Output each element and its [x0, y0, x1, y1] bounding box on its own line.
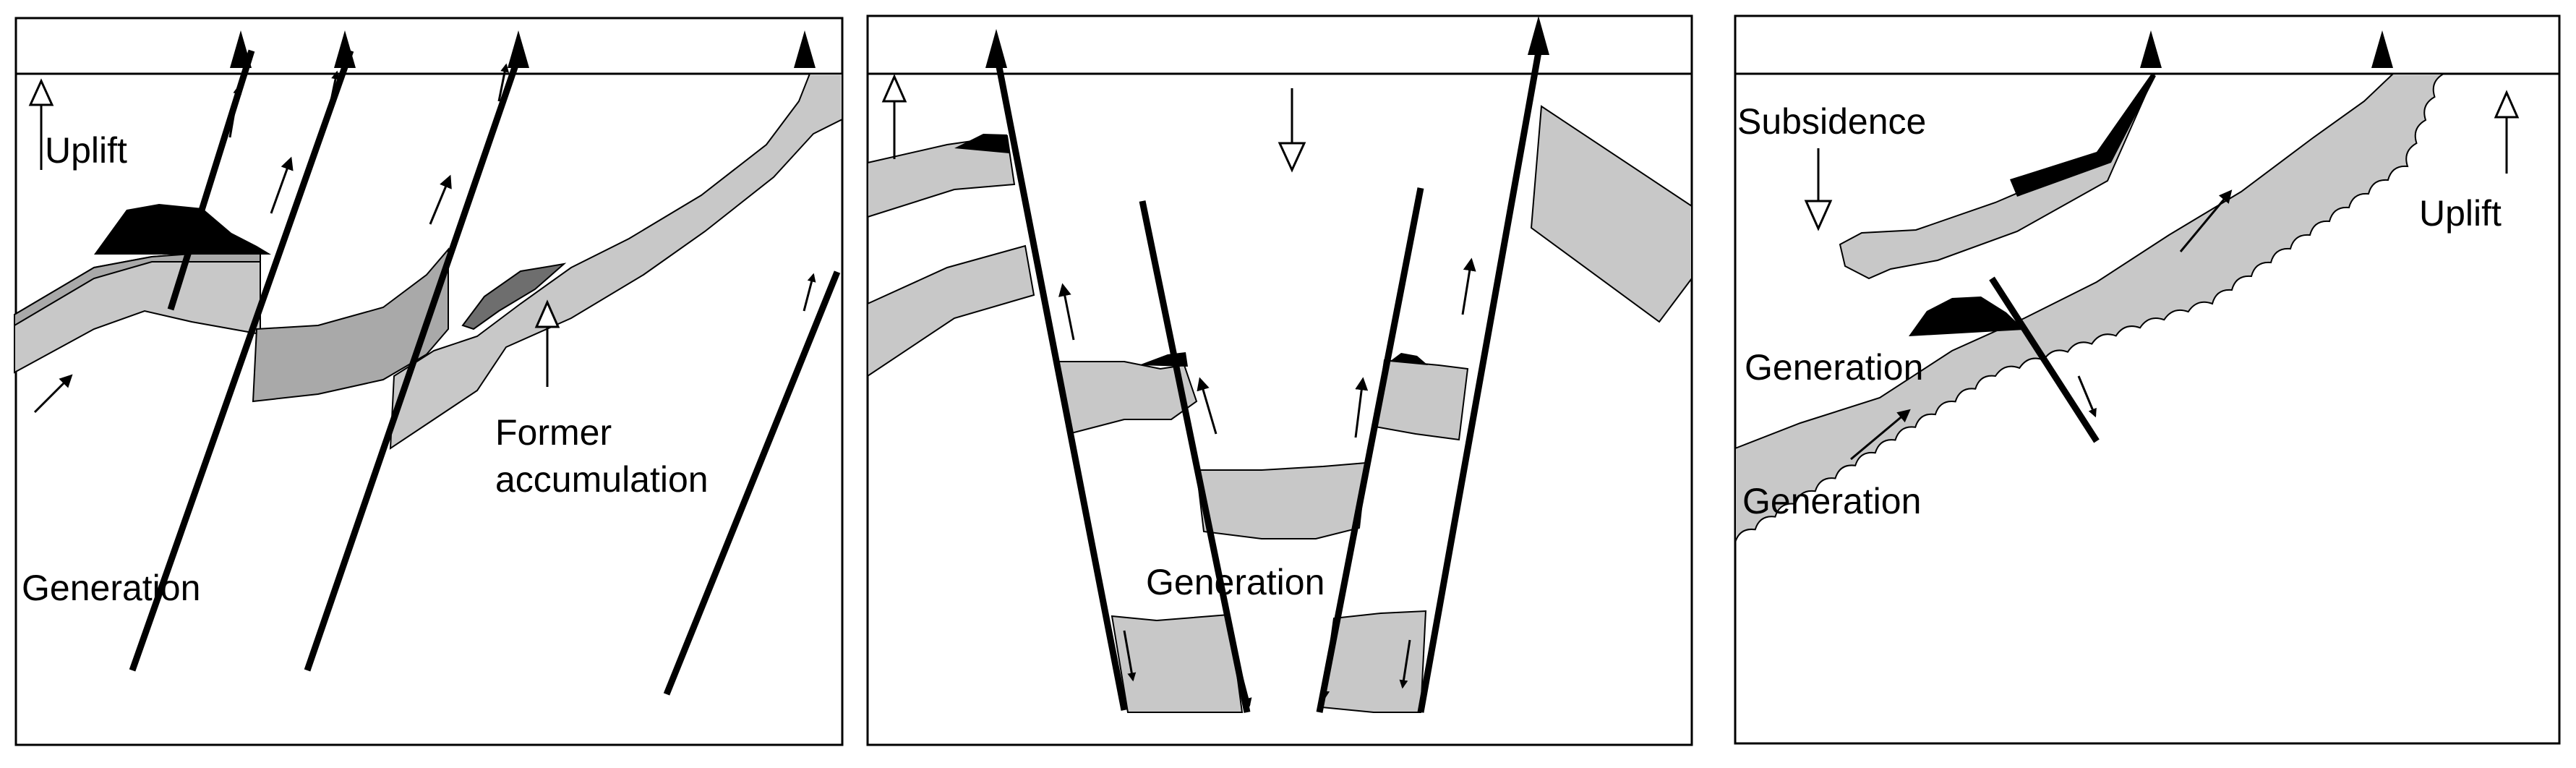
middle-bed-left-block — [1056, 361, 1198, 435]
left-fault-marker-1 — [230, 30, 252, 68]
right-generation-upper-label: Generation — [1745, 347, 1923, 388]
middle-hydrocarbon-right-block — [1390, 353, 1428, 365]
right-bed-main — [1734, 73, 2447, 543]
left-generation-label: Generation — [22, 568, 200, 608]
middle-bed-right — [1530, 105, 1693, 323]
right-subsidence-label: Subsidence — [1737, 101, 1926, 142]
left-fault-3 — [304, 49, 524, 672]
middle-fault-marker-2 — [1528, 16, 1549, 55]
right-migration-arrow-2 — [1850, 409, 1911, 461]
left-slip-arrow-1 — [228, 85, 242, 138]
left-bed-upper-dark — [14, 250, 261, 327]
left-bed-block3 — [389, 73, 843, 450]
left-slip-arrow-4 — [803, 273, 816, 312]
right-generation-lower-label: Generation — [1742, 481, 1921, 521]
right-fault — [1989, 276, 2100, 443]
middle-generation-label: Generation — [1146, 562, 1325, 602]
middle-fault-marker-1 — [985, 29, 1007, 68]
left-former-label: Former — [495, 412, 612, 453]
middle-migration-arrow-1 — [1058, 283, 1075, 341]
middle-fault-4 — [1417, 51, 1542, 713]
left-accumulation-label: accumulation — [495, 459, 709, 500]
right-fault-marker-2 — [2371, 30, 2393, 68]
right-uplift-label: Uplift — [2419, 193, 2502, 234]
right-slip-arrow — [2077, 375, 2097, 418]
middle-migration-arrow-2 — [1197, 377, 1218, 435]
left-migration-arrow-1 — [270, 156, 294, 214]
middle-fault-1 — [993, 51, 1128, 711]
middle-bed-left-upper — [867, 135, 1016, 218]
left-hydrocarbon-accumulation — [94, 204, 271, 255]
middle-migration-arrow-4 — [1461, 257, 1476, 315]
left-migration-arrow-2 — [429, 174, 452, 225]
left-uplift-arrow-head — [28, 78, 54, 106]
right-fault-marker-1 — [2140, 30, 2162, 68]
left-fault-marker-4 — [794, 30, 816, 68]
middle-uplift-arrow-head — [881, 74, 907, 103]
left-bed-block3-dark — [461, 263, 567, 330]
left-fault-2 — [129, 49, 354, 672]
right-subsidence-arrow-head — [1804, 200, 1833, 231]
middle-panel: Generation — [866, 14, 1693, 746]
right-migration-arrow-1 — [2179, 189, 2233, 252]
right-panel: Subsidence Uplift Generation Generation — [1734, 14, 2561, 745]
left-fault-marker-2 — [334, 30, 356, 68]
left-bed-block2 — [252, 247, 449, 403]
middle-slip-arrow-2 — [1238, 668, 1252, 707]
right-hydrocarbon-small — [2010, 74, 2156, 197]
middle-subsidence-arrow-head — [1278, 142, 1306, 173]
left-slip-arrow-2 — [327, 70, 340, 115]
left-fault-marker-3 — [508, 30, 529, 68]
left-fault-4 — [663, 270, 841, 696]
right-bed-small — [1839, 74, 2156, 280]
middle-bed-right-block — [1374, 359, 1469, 441]
middle-fault-3 — [1316, 187, 1424, 713]
right-hydrocarbon-mound — [1909, 296, 2024, 336]
middle-slip-arrow-4 — [1399, 639, 1411, 689]
left-former-arrow-head — [534, 299, 560, 328]
left-uplift-label: Uplift — [45, 130, 127, 171]
middle-slip-arrow-1 — [1123, 630, 1137, 682]
right-panel-frame — [1734, 14, 2561, 745]
middle-bed-left-lower — [867, 244, 1035, 377]
middle-migration-arrow-3 — [1354, 377, 1369, 438]
middle-fault-2 — [1139, 200, 1251, 713]
left-migration-arrow-3 — [33, 374, 73, 414]
middle-slip-arrow-3 — [1321, 650, 1332, 700]
middle-bed-bottom-left — [1111, 613, 1244, 713]
left-panel: Uplift Former accumulation Generation — [14, 17, 844, 746]
left-slip-arrow-3 — [497, 63, 510, 102]
middle-bed-center — [1195, 461, 1368, 539]
right-uplift-arrow-head — [2494, 90, 2520, 119]
middle-hydrocarbon-left-upper — [954, 134, 1009, 153]
